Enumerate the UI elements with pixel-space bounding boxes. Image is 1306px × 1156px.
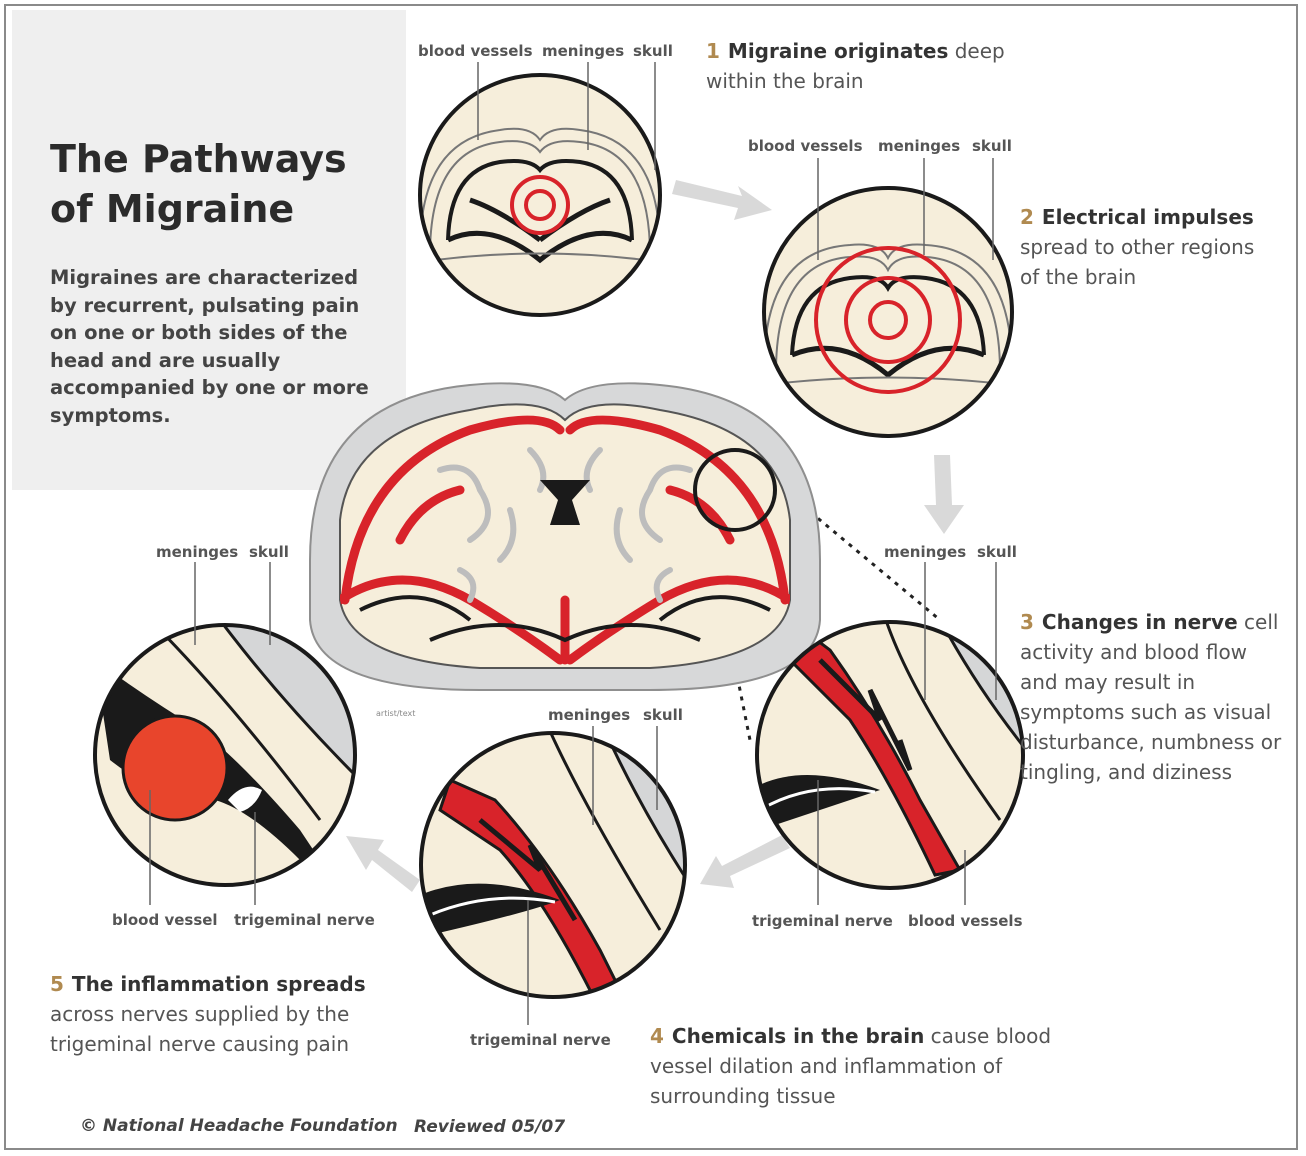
label-c3-meninges: meninges (884, 543, 966, 561)
label-c1-blood-vessels: blood vessels (418, 42, 533, 60)
circle-step-5 (95, 620, 360, 885)
circle-step-1 (420, 75, 660, 315)
central-brain (310, 383, 820, 690)
label-c4-skull: skull (643, 706, 683, 724)
circle-step-4 (420, 720, 700, 1000)
label-c1-meninges: meninges (542, 42, 624, 60)
artist-credit: artist/text (376, 709, 415, 718)
label-c5-blood-vessel: blood vessel (112, 911, 218, 929)
step-2-lead: Electrical impulses (1042, 205, 1254, 229)
reviewed-date: Reviewed 05/07 (414, 1117, 565, 1137)
intro-text: Migraines are characterized by recurrent… (50, 264, 390, 429)
arrow-4-to-5 (346, 836, 420, 892)
label-c2-blood-vessels: blood vessels (748, 137, 863, 155)
copyright-credit: © National Headache Foundation (80, 1116, 398, 1136)
page-title: The Pathways of Migraine (50, 134, 347, 234)
label-c5-meninges: meninges (156, 543, 238, 561)
step-1-number: 1 (706, 39, 720, 63)
label-c3-blood-vessels: blood vessels (908, 912, 1023, 930)
step-4-number: 4 (650, 1024, 664, 1048)
step-3-number: 3 (1020, 610, 1034, 634)
title-line-2: of Migraine (50, 187, 294, 231)
arrow-1-to-2 (672, 180, 772, 220)
step-5-text: across nerves supplied by the trigeminal… (50, 1002, 349, 1056)
label-c4-meninges: meninges (548, 706, 630, 724)
arrow-3-to-4 (700, 835, 790, 888)
label-c5-skull: skull (249, 543, 289, 561)
step-1-lead: Migraine originates (728, 39, 948, 63)
step-5-lead: The inflammation spreads (72, 972, 366, 996)
label-c3-trigeminal-nerve: trigeminal nerve (752, 912, 893, 930)
label-c2-skull: skull (972, 137, 1012, 155)
step-2-number: 2 (1020, 205, 1034, 229)
arrow-2-to-3 (924, 455, 964, 534)
label-c4-trigeminal-nerve: trigeminal nerve (470, 1031, 611, 1049)
step-2-text: spread to other regions of the brain (1020, 235, 1254, 289)
title-line-1: The Pathways (50, 137, 347, 181)
step-4-lead: Chemicals in the brain (672, 1024, 924, 1048)
step-2: 2 Electrical impulses spread to other reg… (1020, 202, 1270, 292)
step-3: 3 Changes in nerve cell activity and bloo… (1020, 607, 1282, 787)
label-c3-skull: skull (977, 543, 1017, 561)
step-5: 5 The inflammation spreads across nerves … (50, 969, 390, 1059)
circle-step-2 (764, 188, 1012, 436)
label-c5-trigeminal-nerve: trigeminal nerve (234, 911, 375, 929)
label-c2-meninges: meninges (878, 137, 960, 155)
step-3-lead: Changes in nerve (1042, 610, 1238, 634)
label-c1-skull: skull (633, 42, 673, 60)
step-3-text: cell activity and blood flow and may res… (1020, 610, 1281, 784)
step-5-number: 5 (50, 972, 64, 996)
